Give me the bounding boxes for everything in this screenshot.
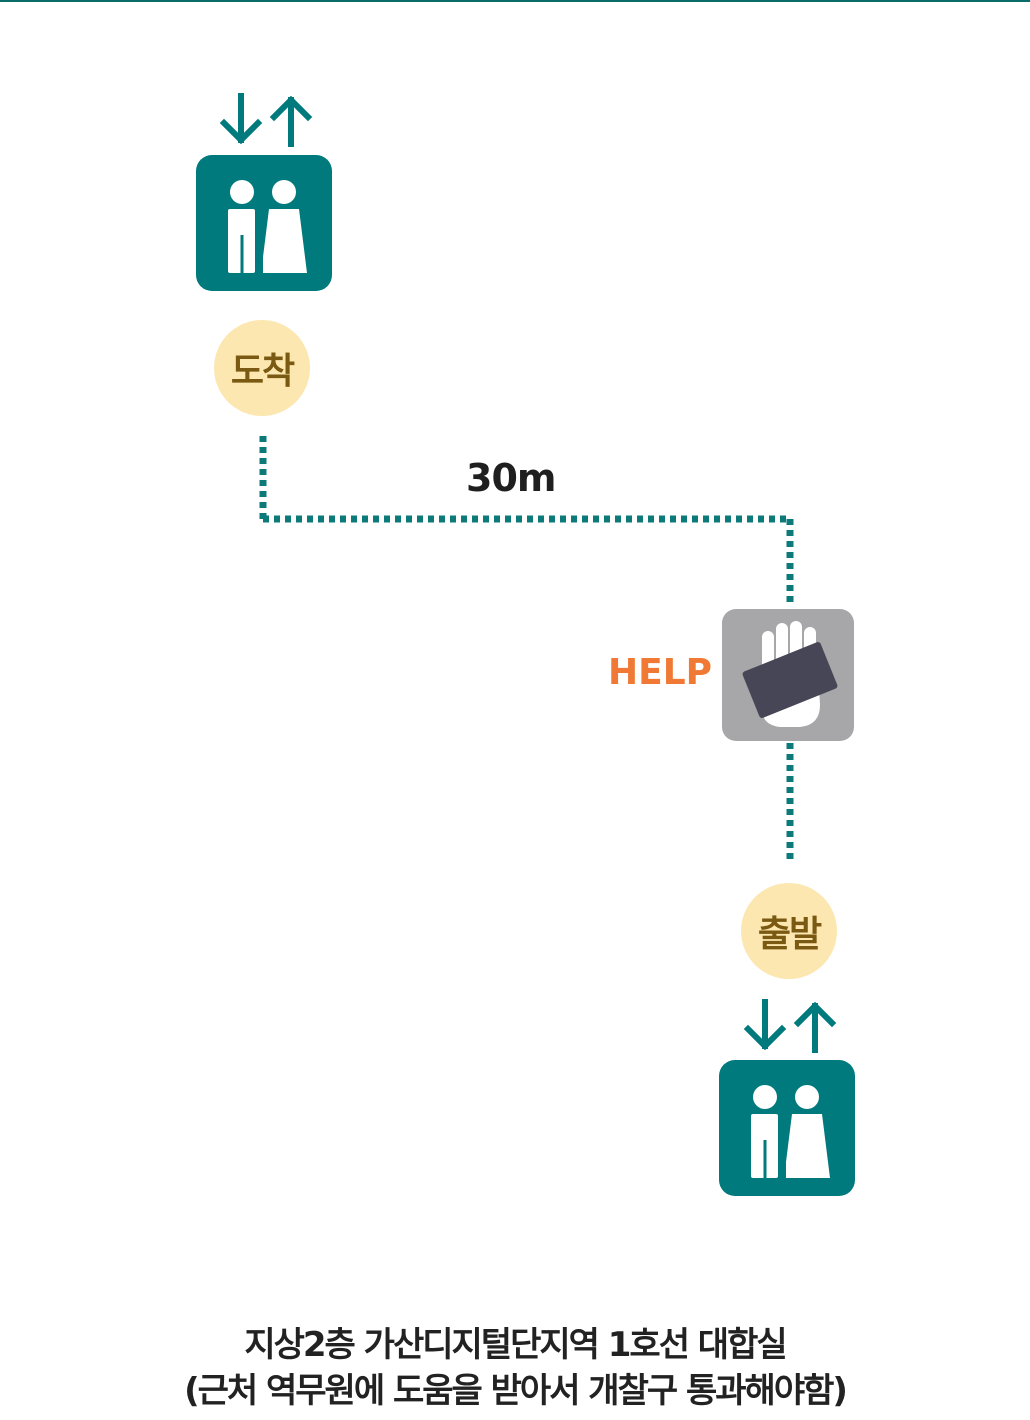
caption-line-1: 지상2층 가산디지털단지역 1호선 대합실 <box>244 1325 787 1365</box>
help-label: HELP <box>608 652 713 693</box>
up-down-arrows-icon <box>743 999 837 1053</box>
location-caption: 지상2층 가산디지털단지역 1호선 대합실 (근처 역무원에 도움을 받아서 개… <box>0 1322 1030 1414</box>
distance-label: 30m <box>466 456 556 500</box>
hand-card-help-icon <box>722 609 854 741</box>
caption-line-2: (근처 역무원에 도움을 받아서 개찰구 통과해야함) <box>184 1371 848 1411</box>
top-divider <box>0 0 1030 2</box>
up-down-arrows-icon <box>219 93 313 147</box>
arrival-elevator-icon <box>196 155 332 291</box>
departure-elevator-icon <box>719 1060 855 1196</box>
departure-badge: 출발 <box>741 883 837 979</box>
arrival-badge: 도착 <box>214 320 310 416</box>
